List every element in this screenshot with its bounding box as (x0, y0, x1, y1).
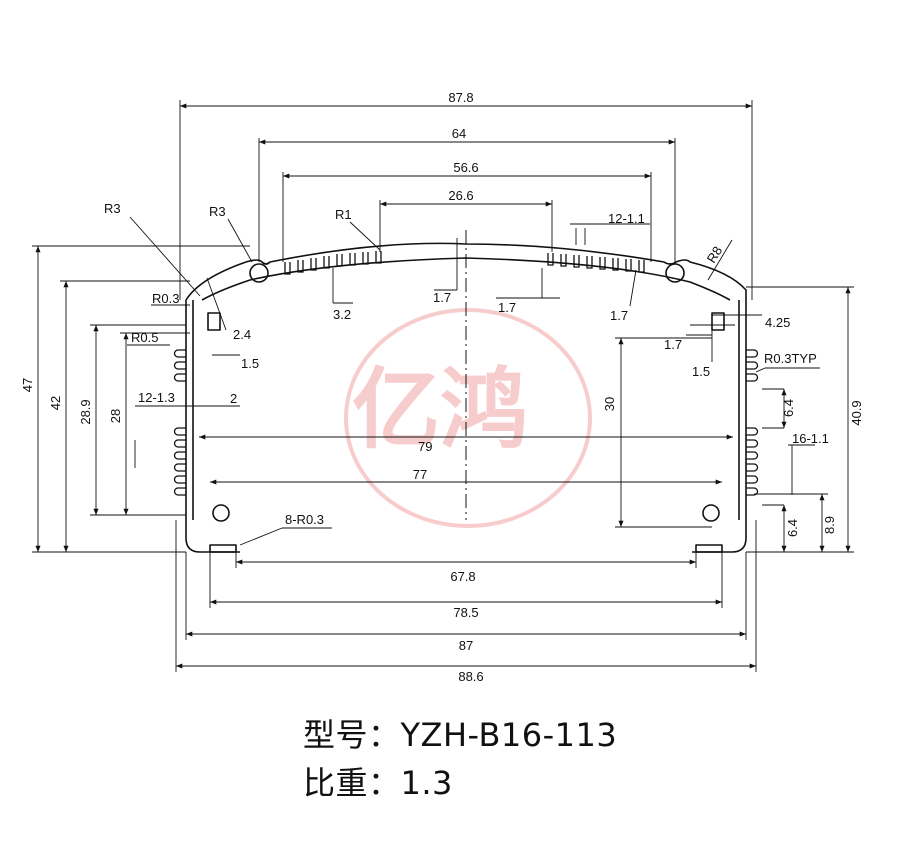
dim-8-r0-3: 8-R0.3 (285, 512, 324, 527)
watermark-logo: 亿鸿 (344, 308, 592, 528)
dim-8-9: 8.9 (822, 516, 837, 534)
dim-64: 64 (452, 126, 466, 141)
dim-height-28: 28 (108, 409, 123, 423)
dim-r3-left: R3 (104, 201, 121, 216)
dim-fins-left: 12-1.3 (138, 390, 175, 405)
dim-1-7-a: 1.7 (433, 290, 451, 305)
dim-overall-top-width: 87.8 (448, 90, 473, 105)
dim-1-7-c: 1.7 (610, 308, 628, 323)
top-fins (284, 251, 645, 275)
dim-r3-inner: R3 (209, 204, 226, 219)
dim-height-47: 47 (20, 378, 35, 392)
dim-6-4-upper: 6.4 (781, 399, 796, 417)
dim-4-25: 4.25 (765, 315, 790, 330)
watermark-text: 亿鸿 (352, 358, 528, 461)
dim-2-4: 2.4 (233, 327, 251, 342)
dim-1-7-d: 1.7 (664, 337, 682, 352)
dim-r1: R1 (335, 207, 352, 222)
dim-88-6: 88.6 (458, 669, 483, 684)
dim-r0-3: R0.3 (152, 291, 179, 306)
dim-r0-5: R0.5 (131, 330, 158, 345)
dim-height-28-9: 28.9 (78, 399, 93, 424)
dim-26-6: 26.6 (448, 188, 473, 203)
dim-r0-3-typ: R0.3TYP (764, 351, 817, 366)
dim-3-2: 3.2 (333, 307, 351, 322)
dim-56-6: 56.6 (453, 160, 478, 175)
dimension-lines (32, 100, 854, 672)
dim-67-8: 67.8 (450, 569, 475, 584)
dim-height-42: 42 (48, 396, 63, 410)
dim-1-5-left: 1.5 (241, 356, 259, 371)
model-caption: 型号：YZH-B16-113 (303, 716, 618, 754)
dim-1-5-right: 1.5 (692, 364, 710, 379)
dim-r8: R8 (704, 244, 726, 266)
dimension-labels: 87.8 64 56.6 26.6 12-1.1 R3 R3 R1 R8 R0.… (20, 90, 864, 684)
dim-1-7-b: 1.7 (498, 300, 516, 315)
dim-40-9: 40.9 (849, 400, 864, 425)
dim-fins-top-right: 12-1.1 (608, 211, 645, 226)
side-fins (173, 349, 759, 496)
dim-inner-77: 77 (413, 467, 427, 482)
dim-78-5: 78.5 (453, 605, 478, 620)
dim-2: 2 (230, 391, 237, 406)
weight-caption: 比重：1.3 (303, 764, 453, 802)
dim-fins-right: 16-1.1 (792, 431, 829, 446)
dim-87: 87 (459, 638, 473, 653)
dim-inner-79: 79 (418, 439, 432, 454)
dim-6-4-lower: 6.4 (785, 519, 800, 537)
dim-30: 30 (602, 397, 617, 411)
